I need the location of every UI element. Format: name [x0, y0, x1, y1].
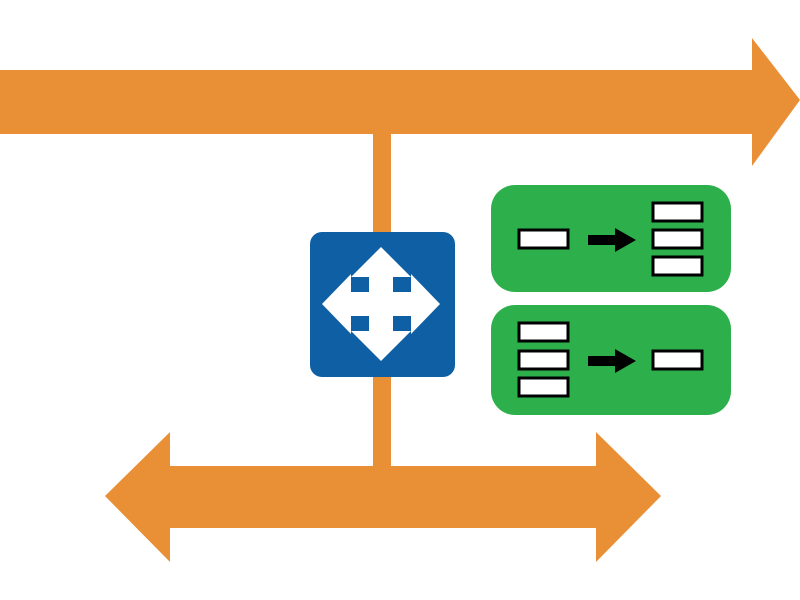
target-box	[651, 349, 704, 371]
router-node	[310, 232, 455, 377]
upper-bus-arrow	[0, 38, 800, 166]
right-arrow-icon	[588, 228, 636, 252]
target-box	[651, 201, 704, 223]
source-box	[517, 321, 570, 343]
many-to-one-panel	[491, 305, 731, 415]
target-box	[651, 228, 704, 250]
four-way-arrow-icon	[322, 247, 440, 361]
lower-bus-arrow	[105, 432, 661, 562]
right-arrow-icon	[588, 349, 636, 373]
source-box	[517, 349, 570, 371]
source-box	[517, 228, 570, 250]
source-box	[517, 376, 570, 398]
one-to-many-panel	[491, 185, 731, 292]
target-box	[651, 255, 704, 277]
